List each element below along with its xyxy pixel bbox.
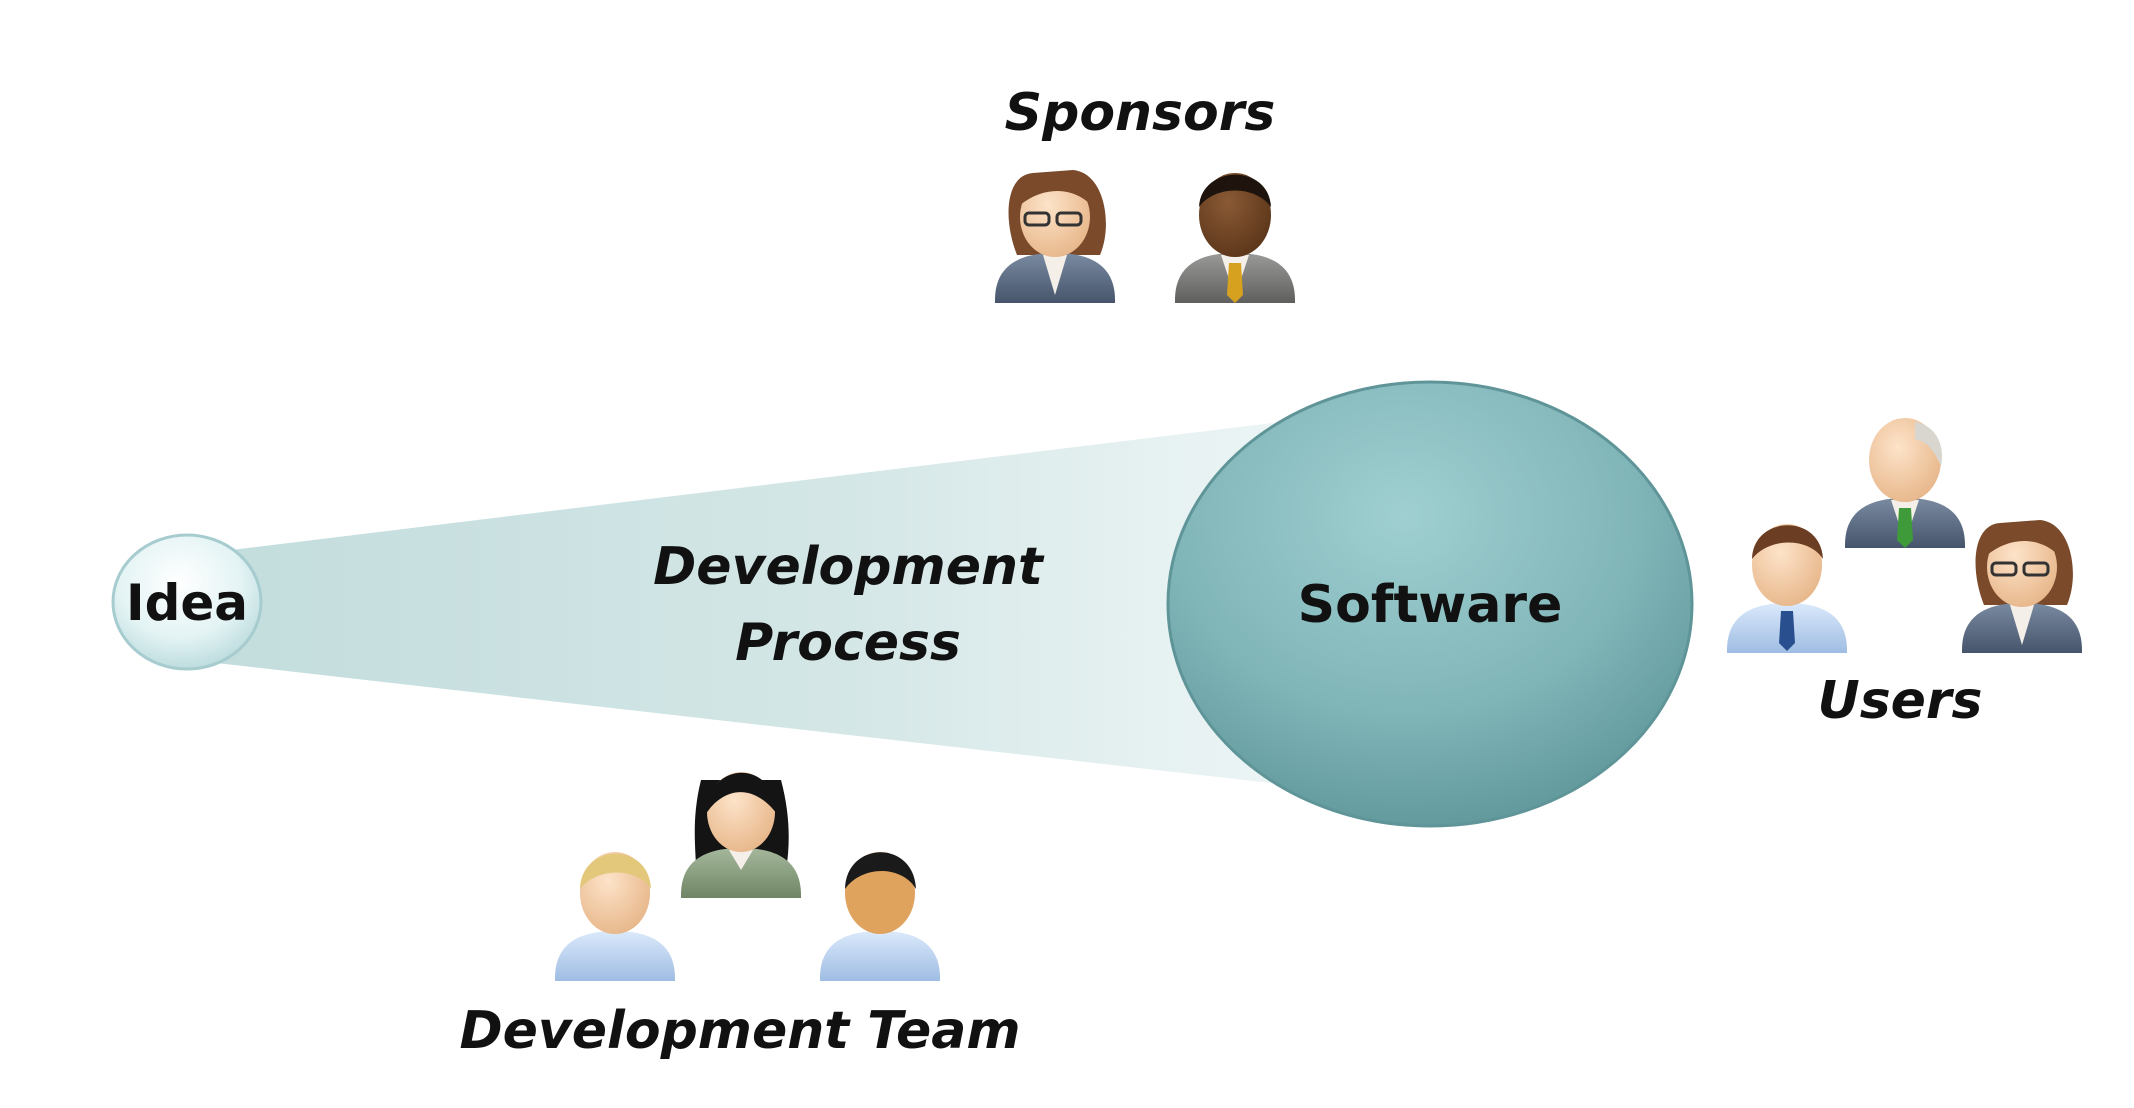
dark-haired-man-avatar-icon	[820, 852, 940, 981]
businessman-avatar-icon	[1175, 173, 1295, 303]
man-blue-tie-avatar-icon	[1727, 524, 1847, 653]
sponsors-label: Sponsors	[1005, 83, 1276, 143]
blond-man-avatar-icon	[555, 852, 675, 981]
woman-green-shirt-avatar-icon	[681, 772, 801, 898]
older-man-green-tie-avatar-icon	[1845, 418, 1965, 548]
idea-label: Idea	[126, 574, 248, 632]
software-node: Software	[1166, 380, 1694, 828]
development-process-cone	[190, 405, 1420, 800]
process-label-line2: Process	[735, 613, 961, 673]
businesswoman-avatar-icon	[995, 170, 1115, 303]
idea-node: Idea	[111, 533, 263, 671]
team-label: Development Team	[459, 1001, 1020, 1061]
users-label: Users	[1817, 671, 1982, 731]
businesswoman-avatar-icon	[1962, 520, 2082, 653]
software-label: Software	[1298, 575, 1563, 635]
process-label-line1: Development	[653, 537, 1045, 597]
